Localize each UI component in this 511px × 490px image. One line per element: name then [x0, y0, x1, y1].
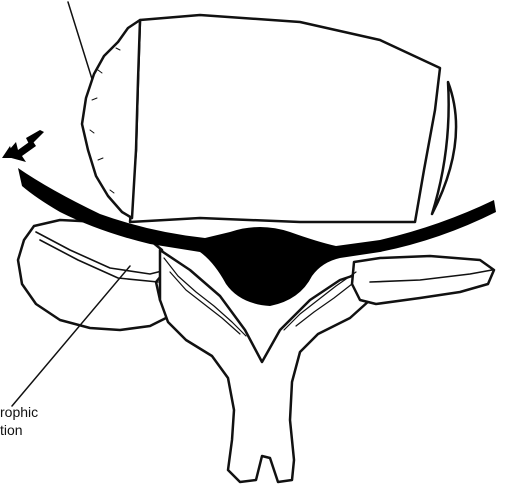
annotation-label-line2: tion: [0, 421, 23, 439]
vertebral-body: [130, 15, 440, 222]
vertebral-body-left-rim: [82, 20, 140, 218]
annotation-label-line1: rophic: [0, 403, 38, 421]
double-arrow-icon: [2, 130, 44, 162]
